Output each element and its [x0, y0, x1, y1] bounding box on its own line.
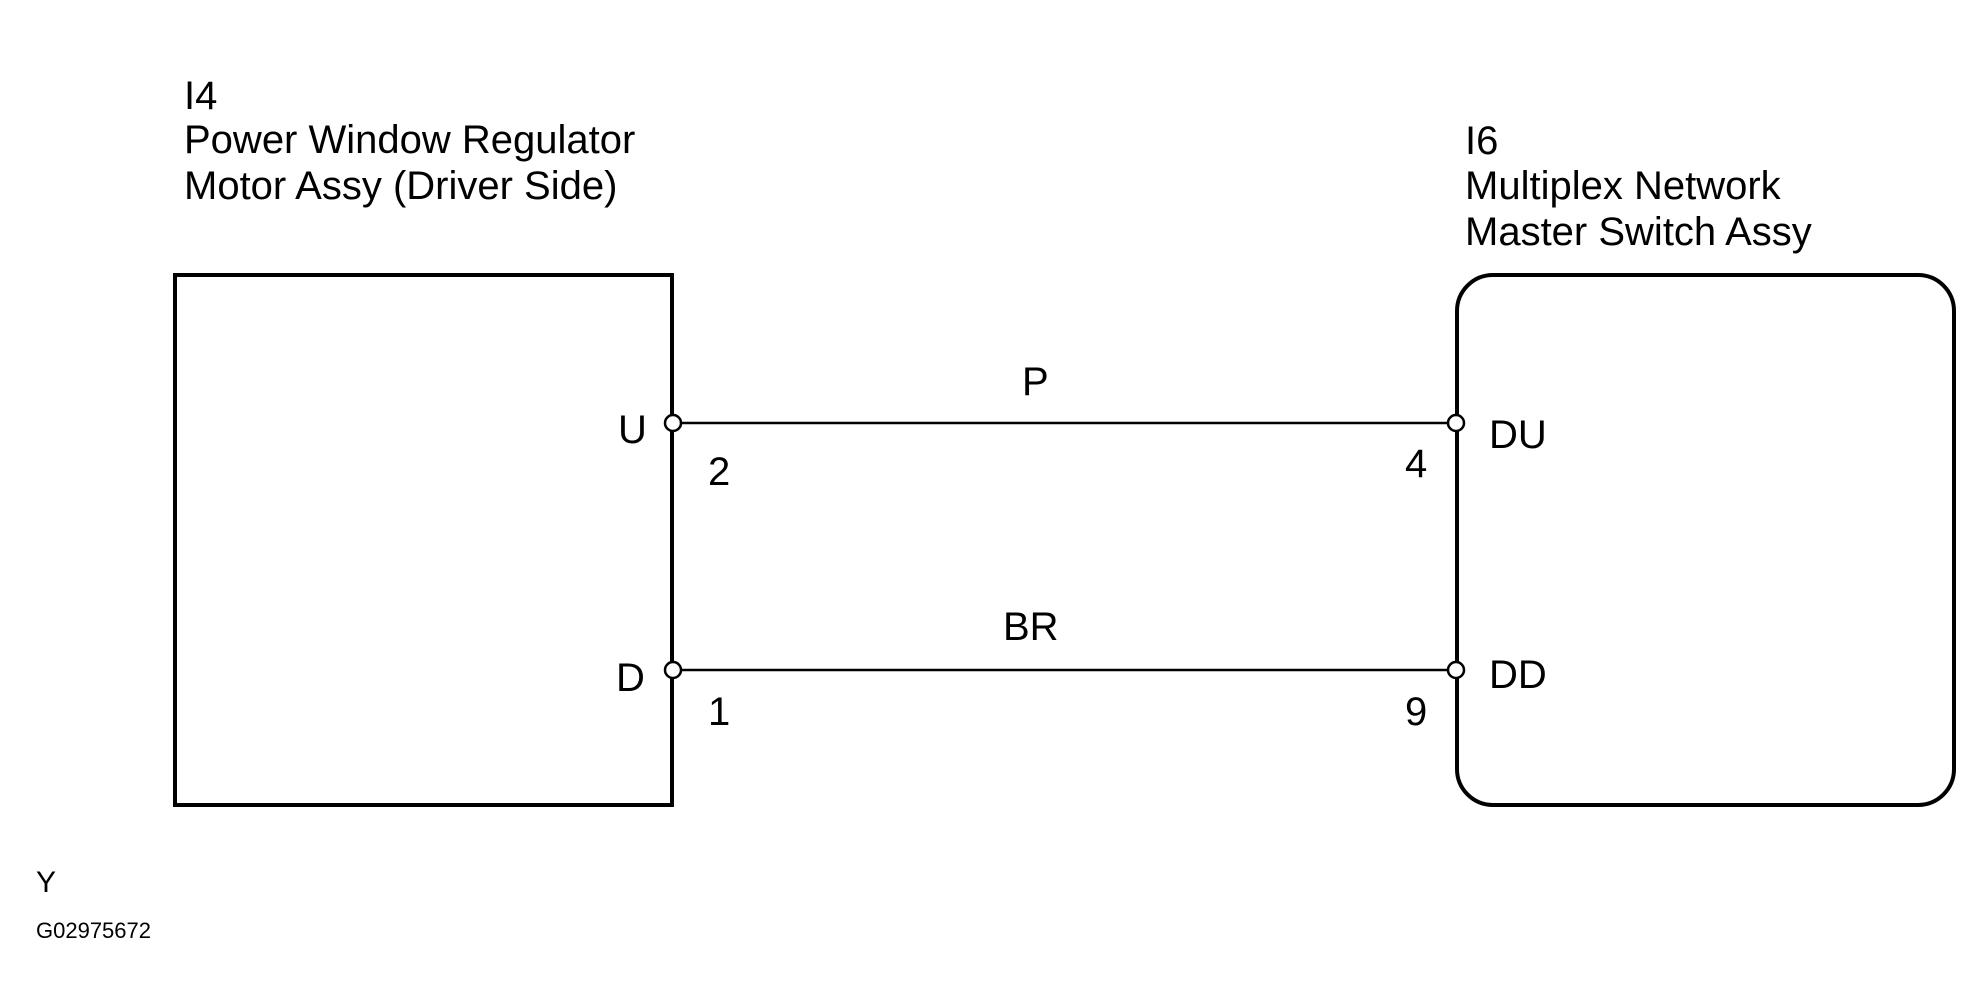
right-pin-number-9: 9: [1405, 690, 1428, 734]
left-component-name-line1: Power Window Regulator: [184, 118, 636, 162]
footer-code: Y: [36, 866, 57, 899]
terminal-left-d: [663, 660, 683, 680]
wire-color-label-p: P: [1022, 360, 1049, 404]
left-component-box: [173, 273, 674, 807]
terminal-right-du: [1446, 413, 1466, 433]
wire-color-label-br: BR: [1003, 605, 1059, 649]
right-component-name-line1: Multiplex Network: [1465, 164, 1781, 208]
left-component-name-line2: Motor Assy (Driver Side): [184, 164, 618, 208]
terminal-left-u: [663, 413, 683, 433]
left-pin-number-1: 1: [708, 690, 731, 734]
left-component-code: I4: [184, 74, 218, 118]
right-component-code: I6: [1465, 119, 1499, 163]
left-pin-name-u: U: [618, 408, 647, 452]
right-pin-name-du: DU: [1489, 413, 1547, 457]
right-component-box: [1455, 273, 1956, 807]
left-pin-number-2: 2: [708, 450, 731, 494]
right-pin-number-4: 4: [1405, 442, 1428, 486]
figure-id: G02975672: [36, 918, 151, 943]
right-pin-name-dd: DD: [1489, 653, 1547, 697]
left-pin-name-d: D: [616, 656, 645, 700]
right-component-name-line2: Master Switch Assy: [1465, 210, 1812, 254]
terminal-right-dd: [1446, 660, 1466, 680]
